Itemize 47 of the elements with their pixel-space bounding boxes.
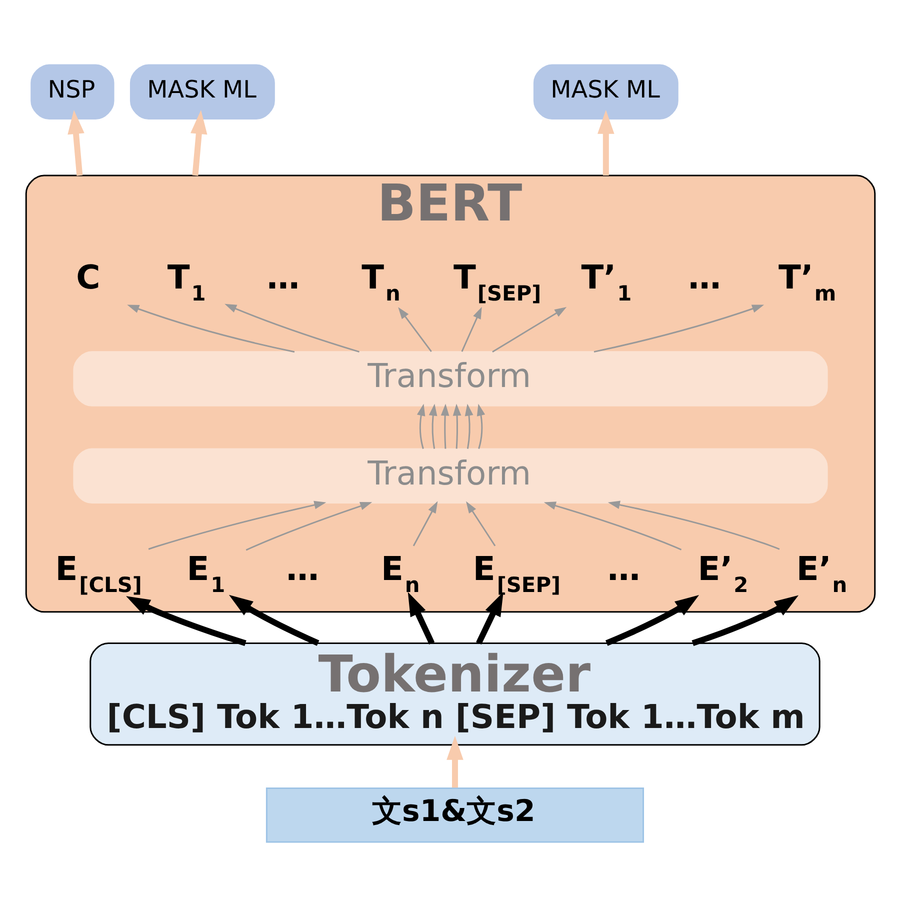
node-text: T$_{[SEP]}$ xyxy=(453,257,542,306)
label: … xyxy=(266,257,300,296)
node-box: Transform xyxy=(73,448,828,504)
arrow xyxy=(416,403,426,448)
node-box: Transform xyxy=(73,350,828,406)
arrow xyxy=(246,502,372,550)
node-text: T’$_{m}$ xyxy=(778,257,836,306)
node-box: Tokenizer [CLS] Tok 1…Tok n [SEP] Tok 1…Tok m xyxy=(90,642,820,746)
arrow xyxy=(68,109,84,176)
node-text: E’$_{2}$ xyxy=(698,548,748,596)
node-text: E$_{n}$ xyxy=(381,548,420,596)
arrow xyxy=(544,501,682,550)
arrow xyxy=(446,735,464,788)
arrow xyxy=(492,306,567,352)
node-text: T$_{1}$ xyxy=(167,257,206,306)
node-text: E$_{[SEP]}$ xyxy=(472,548,561,596)
node-text: T’$_{1}$ xyxy=(581,257,632,306)
arrow xyxy=(608,500,780,550)
node-box: MASK ML xyxy=(130,64,275,120)
node-box: 文s1&文s2 xyxy=(266,786,644,842)
node-text: T$_{n}$ xyxy=(362,257,400,306)
arrow xyxy=(466,500,496,546)
arrow xyxy=(127,304,295,352)
arrow xyxy=(408,591,435,644)
arrow xyxy=(461,306,482,352)
node-text: E$_{[CLS]}$ xyxy=(55,548,142,596)
node-text: E’$_{n}$ xyxy=(796,548,848,596)
arrow xyxy=(224,303,360,352)
label: … xyxy=(607,548,640,588)
node-text: E$_{1}$ xyxy=(186,548,226,596)
arrow xyxy=(594,304,764,352)
arrow xyxy=(598,109,614,176)
node-text: C xyxy=(76,257,100,296)
arrow xyxy=(428,403,438,448)
label: … xyxy=(286,548,319,588)
arrow xyxy=(464,403,474,448)
node-box: NSP xyxy=(30,64,114,120)
arrow xyxy=(440,403,450,448)
arrow xyxy=(148,500,326,550)
label: … xyxy=(688,257,721,296)
arrow xyxy=(412,500,438,546)
arrow xyxy=(398,306,432,352)
arrow xyxy=(476,592,504,644)
arrow xyxy=(452,403,462,448)
arrow xyxy=(476,403,486,448)
node-box: MASK ML xyxy=(533,64,678,120)
arrow xyxy=(190,109,208,176)
